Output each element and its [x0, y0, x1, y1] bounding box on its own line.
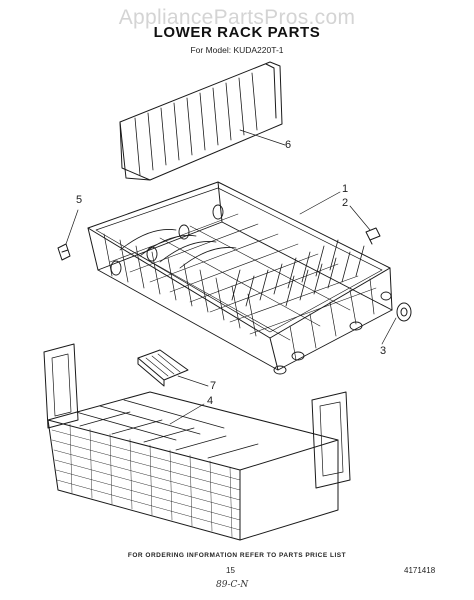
model-line: For Model: KUDA220T-1: [190, 45, 284, 55]
document-number: 4171418: [404, 566, 436, 575]
leader-line-1: [299, 191, 341, 215]
callout-2: 2: [342, 197, 349, 209]
leader-line-3: [381, 317, 397, 345]
callout-6: 6: [285, 139, 292, 151]
callout-4: 4: [207, 395, 214, 407]
part-7-basket-cover: [137, 349, 189, 387]
watermark: AppliancePartsPros.com: [118, 6, 356, 29]
page-title: LOWER RACK PARTS: [153, 24, 321, 41]
leader-line-2: [349, 205, 371, 231]
leader-line-4: [169, 403, 205, 425]
callout-3: 3: [380, 345, 387, 357]
leader-line-7: [177, 375, 209, 387]
part-1-lower-rack: [87, 181, 393, 375]
callout-7: 7: [210, 380, 217, 392]
part-2-rack-clip: [365, 227, 381, 245]
callout-1: 1: [342, 183, 349, 195]
part-4-silverware-basket: [43, 343, 351, 541]
page-number: 15: [226, 566, 235, 575]
handwritten-mark: 89-C-N: [216, 580, 249, 590]
ordering-note: FOR ORDERING INFORMATION REFER TO PARTS …: [127, 552, 347, 559]
callout-5: 5: [76, 194, 83, 206]
leader-line-5: [65, 209, 79, 245]
part-5-clip: [57, 243, 71, 261]
leader-line-6: [239, 129, 286, 146]
part-3-roller-wheel: [396, 302, 412, 322]
part-6-rack-panel: [119, 61, 283, 181]
